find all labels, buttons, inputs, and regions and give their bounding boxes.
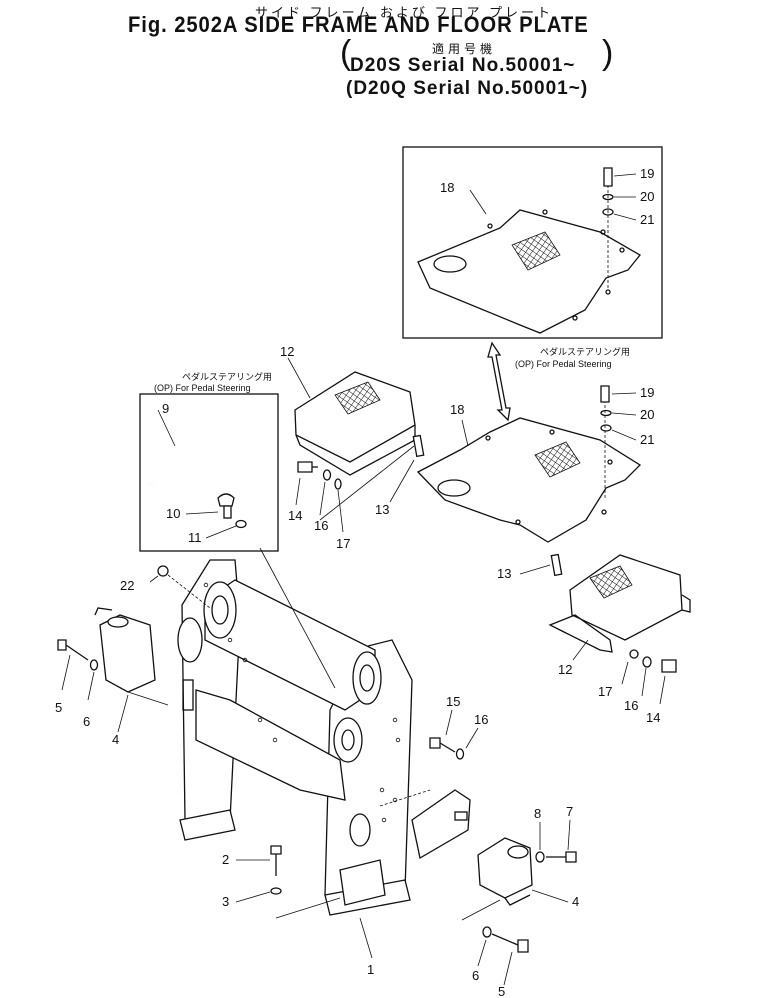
callout-18-main: 18 [450,402,464,417]
interchange-arrow [487,341,511,422]
callout-17-upper: 17 [336,536,350,551]
callout-2: 2 [222,852,229,867]
callout-1: 1 [367,962,374,977]
floor-plate-main: 18 19 20 21 [416,385,654,543]
callout-15: 15 [446,694,460,709]
callout-13-lower: 13 [497,566,511,581]
callout-5-right: 5 [498,984,505,998]
callout-18-inset: 18 [440,180,454,195]
pedal-cover-upper: 12 14 16 17 13 [280,344,425,551]
callout-20-inset: 20 [640,189,654,204]
callout-16-upper: 16 [314,518,328,533]
callout-20-main: 20 [640,407,654,422]
callout-14-lower: 14 [646,710,660,725]
inset-floor-plate-box: 18 19 20 21 [402,146,663,339]
callout-19-main: 19 [640,385,654,400]
callout-21-main: 21 [640,432,654,447]
applicable-paren-close: ) [602,34,614,72]
callout-11: 11 [188,530,202,545]
serial-range-d20s: D20S Serial No.50001~ [350,55,576,76]
pedal-steering-box: ペダルステアリング用 (OP) For Pedal Steering 9 10 … [139,371,279,552]
bracket-right: 4 8 7 6 5 [461,804,579,998]
note-pedal-steering-right-ja: ペダルステアリング用 [540,346,630,357]
callout-12-lower: 12 [558,662,572,677]
callout-6-right: 6 [472,968,479,983]
callout-4-left: 4 [112,732,119,747]
pedal-cover-lower: 13 12 17 16 14 [497,553,691,725]
bolt-2-3: 2 3 [222,845,341,919]
applicable-paren-open: ( [340,34,352,72]
callout-3: 3 [222,894,229,909]
note-pedal-steering-left-ja: ペダルステアリング用 [182,371,272,382]
side-frame: 1 22 [120,445,471,977]
bracket-left: 5 6 4 [55,607,169,747]
note-pedal-steering-left-en: (OP) For Pedal Steering [154,383,251,393]
callout-22: 22 [120,578,134,593]
callout-16-lower: 16 [624,698,638,713]
callout-21-inset: 21 [640,212,654,227]
callout-17-lower: 17 [598,684,612,699]
callout-19-inset: 19 [640,166,654,181]
note-pedal-steering-right-en: (OP) For Pedal Steering [515,359,612,369]
callout-9: 9 [162,401,169,416]
serial-range-d20q: (D20Q Serial No.50001~) [346,78,589,99]
callout-7: 7 [566,804,573,819]
callout-16-frame: 16 [474,712,488,727]
callout-8: 8 [534,806,541,821]
callout-13-upper: 13 [375,502,389,517]
figure-title: Fig. 2502A SIDE FRAME AND FLOOR PLATE [128,12,589,37]
bolt-15-16: 15 16 [379,694,488,807]
callout-10: 10 [166,506,180,521]
callout-5-left: 5 [55,700,62,715]
applicable-models-label: 適用号機 [432,42,497,56]
title-japanese: サイド フレーム および フロア プレート [255,5,554,20]
callout-14-upper: 14 [288,508,302,523]
callout-12-upper: 12 [280,344,294,359]
callout-6-left: 6 [83,714,90,729]
callout-4-right: 4 [572,894,579,909]
